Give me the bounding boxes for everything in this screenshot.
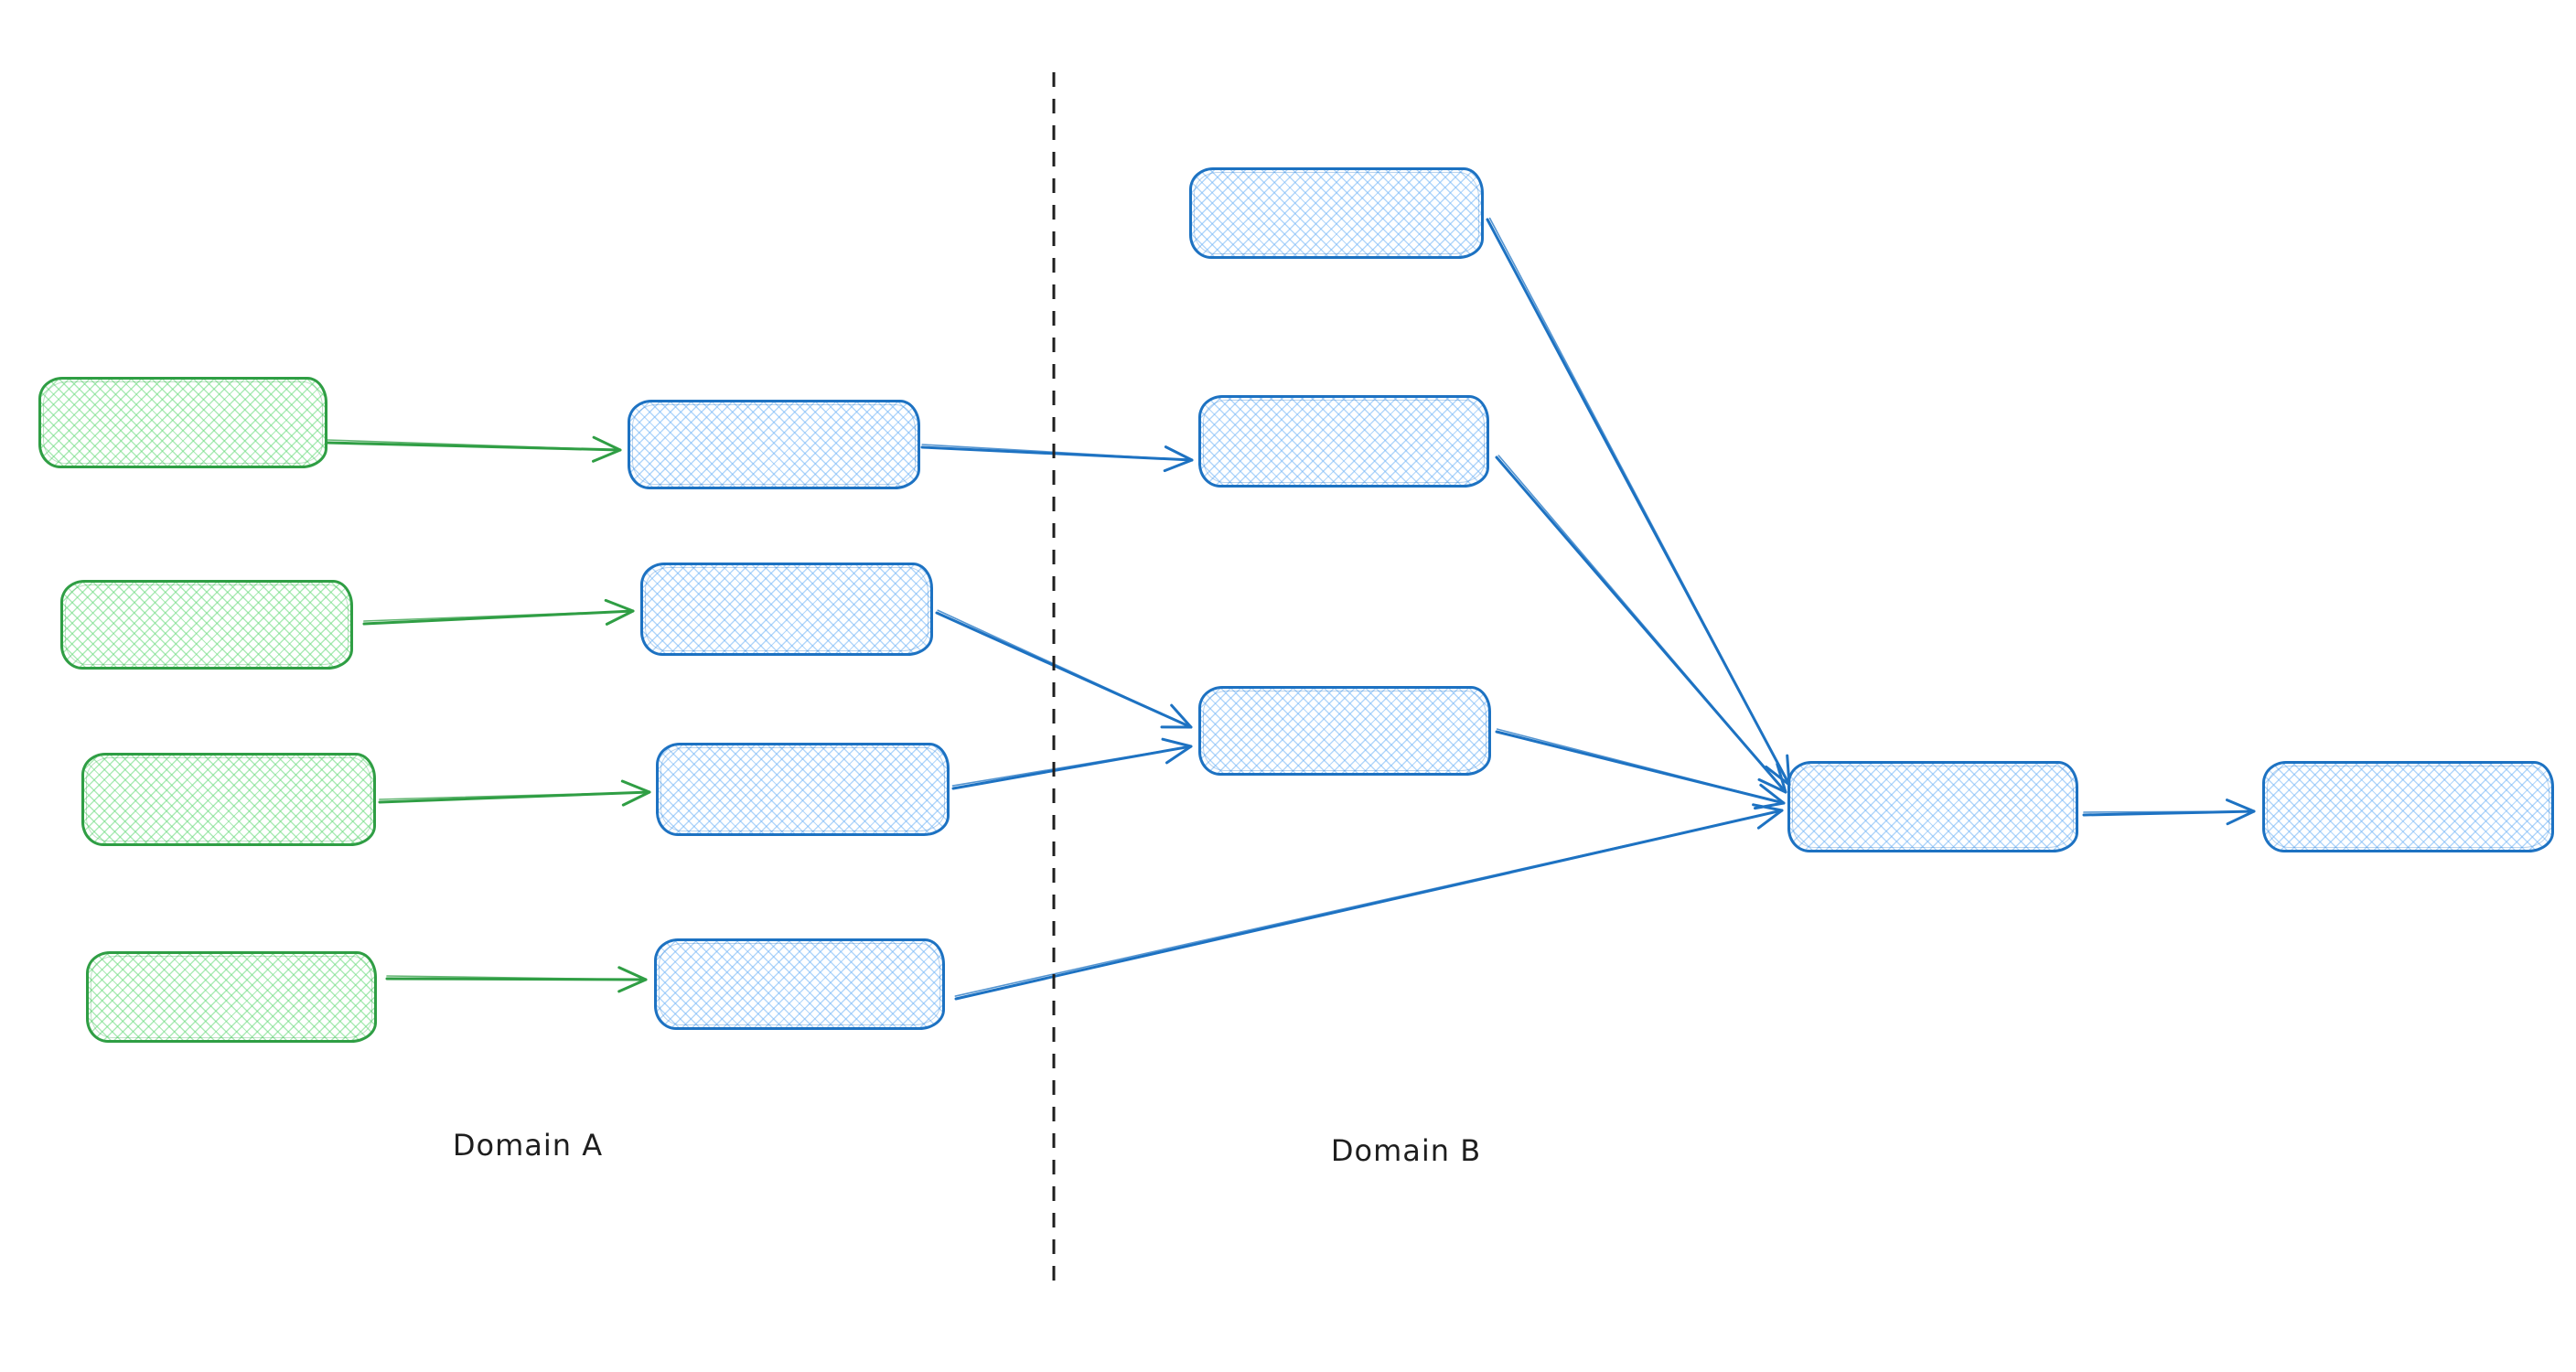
arrow-merge-to-output xyxy=(2082,799,2256,826)
arrow-source-1-to-domain-a-node-1-arrowhead-icon xyxy=(592,435,622,463)
domain-b-node-2-box xyxy=(1198,395,1489,488)
domain-a-node-2-box xyxy=(640,563,933,656)
arrow-domain-b-node-3-to-merge xyxy=(1495,728,1786,810)
arrow-domain-a-node-4-to-merge xyxy=(954,803,1784,1001)
domain-a-node-3-box xyxy=(656,743,950,836)
arrow-source-4-to-domain-a-node-4 xyxy=(385,966,648,993)
source-1-box xyxy=(38,377,327,468)
domain-b-label: Domain B xyxy=(1330,1133,1482,1168)
arrow-source-3-to-domain-a-node-3 xyxy=(378,779,651,807)
arrow-domain-a-node-3-to-domain-b-node-3-arrowhead-icon xyxy=(1161,737,1193,765)
arrow-source-3-to-domain-a-node-3-arrowhead-icon xyxy=(620,779,651,807)
source-2-box xyxy=(60,580,353,670)
domain-b-merge-box xyxy=(1787,761,2078,852)
domain-b-node-3-box xyxy=(1198,686,1491,776)
domain-b-output-box xyxy=(2262,761,2554,852)
arrow-domain-a-node-3-to-domain-b-node-3 xyxy=(951,737,1193,790)
domain-a-node-1-box xyxy=(628,400,920,489)
arrow-domain-a-node-1-to-domain-b-node-2 xyxy=(920,444,1194,473)
arrow-domain-b-node-2-to-merge-arrowhead-icon xyxy=(1757,762,1787,794)
arrow-domain-a-node-2-to-domain-b-node-3 xyxy=(935,609,1193,729)
arrow-source-2-to-domain-a-node-2-arrowhead-icon xyxy=(604,598,635,626)
arrow-domain-b-node-2-to-merge xyxy=(1495,455,1787,794)
arrow-domain-b-node-1-to-merge xyxy=(1486,217,1791,787)
arrow-source-2-to-domain-a-node-2 xyxy=(362,598,635,626)
arrow-merge-to-output-arrowhead-icon xyxy=(2226,799,2256,826)
domain-a-node-4-box xyxy=(654,938,945,1030)
source-4-box xyxy=(86,951,377,1043)
arrow-source-1-to-domain-a-node-1 xyxy=(326,435,622,463)
arrow-domain-a-node-1-to-domain-b-node-2-arrowhead-icon xyxy=(1163,445,1194,473)
domain-a-label: Domain A xyxy=(452,1128,604,1163)
domain-b-node-1-box xyxy=(1189,167,1484,259)
arrow-domain-b-node-3-to-merge-arrowhead-icon xyxy=(1754,783,1786,810)
source-3-box xyxy=(81,753,376,846)
arrow-domain-a-node-2-to-domain-b-node-3-arrowhead-icon xyxy=(1160,703,1193,729)
arrow-source-4-to-domain-a-node-4-arrowhead-icon xyxy=(617,966,648,993)
